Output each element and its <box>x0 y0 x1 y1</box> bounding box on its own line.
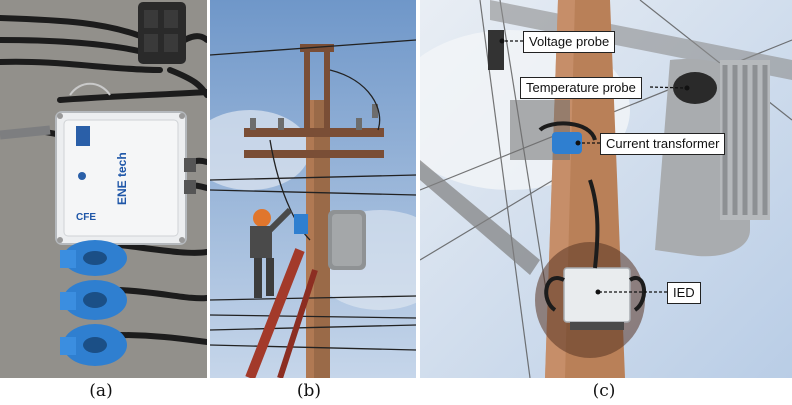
device-logo-cfe: CFE <box>76 212 96 223</box>
caption-b: (b) <box>296 381 322 401</box>
ied-enclosure <box>535 242 647 358</box>
current-transformer-stack <box>60 240 127 366</box>
device-logo-tech: tech <box>115 152 129 177</box>
photo-panel-a: CFE ENE tech <box>0 0 207 378</box>
label-ied: IED <box>667 282 701 304</box>
distribution-transformer <box>655 59 770 257</box>
callout-leaders <box>499 38 690 295</box>
photo-panel-b <box>210 0 416 378</box>
caption-a: (a) <box>89 381 113 401</box>
device-logo-ene: ENE <box>115 180 129 205</box>
lineman-figure <box>250 207 293 298</box>
label-current-transformer: Current transformer <box>600 133 726 155</box>
caption-c: (c) <box>592 381 616 401</box>
pole-installation-photo <box>210 0 416 378</box>
ied-bench-photo: CFE ENE tech <box>0 0 207 378</box>
label-temperature-probe: Temperature probe <box>520 77 642 99</box>
label-voltage-probe: Voltage probe <box>523 31 616 53</box>
